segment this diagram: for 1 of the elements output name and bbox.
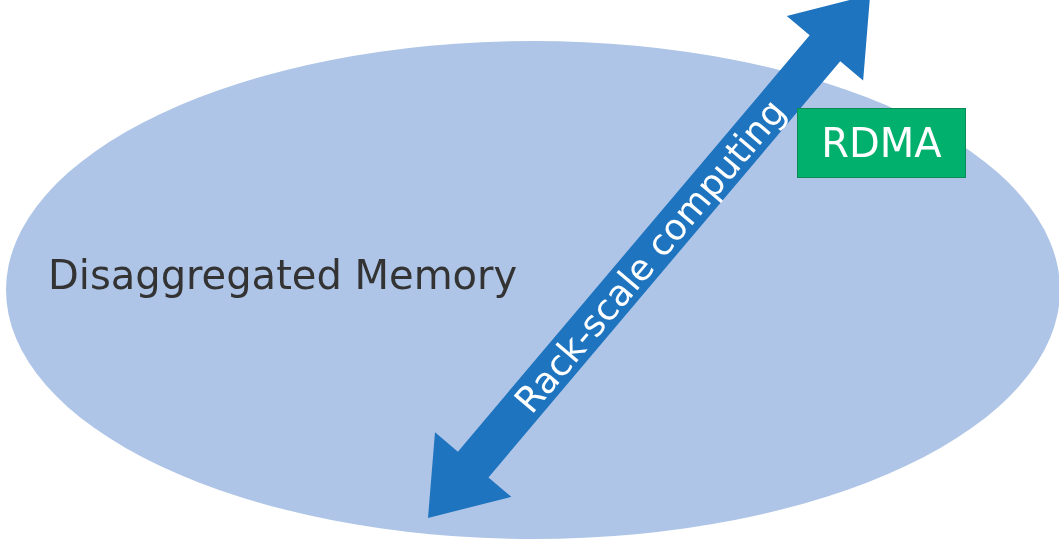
ellipse-label: Disaggregated Memory: [48, 252, 518, 298]
